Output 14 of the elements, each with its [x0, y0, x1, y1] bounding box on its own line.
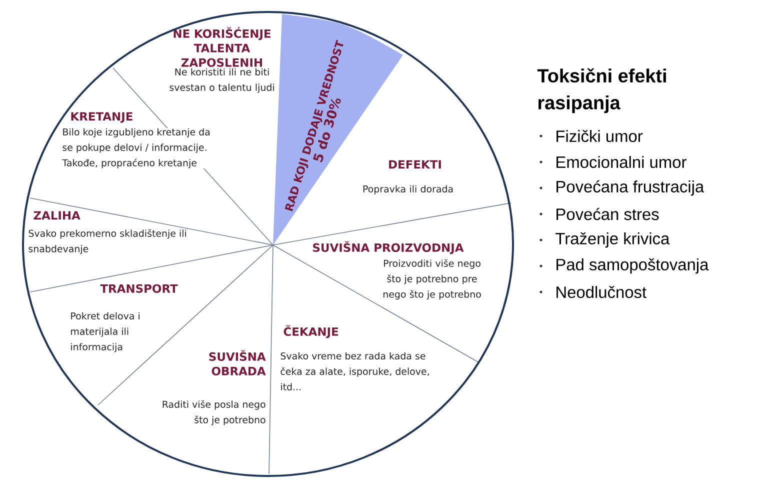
list-item: Neodlučnost — [556, 286, 646, 298]
list-heading: Toksični efekti rasipanja — [537, 68, 666, 114]
list-item: Povećan stres — [556, 208, 659, 220]
pie-sector: SUVIŠNA OBRADA Raditi više posla nego što je potrebno — [162, 350, 266, 426]
pie-sector: NE KORIŠĆENJE TALENTA ZAPOSLENIH Ne koristiti ili ne biti svestan o talentu ljudi — [170, 27, 274, 93]
list-item: Povećana frustracija — [556, 180, 704, 196]
list-item: Emocionalni umor — [556, 156, 686, 168]
pie-sector: ZALIHA Svako prekomerno skladištenje ili snabdevanje — [28, 211, 186, 254]
pie-sector: ČEKANJE Svako vreme bez rada kada se čeka za alate, isporuke, delove, itd... — [280, 325, 429, 390]
pie-sector: TRANSPORT Pokret delova i materijala ili informacija — [71, 284, 178, 352]
pie-sector: KRETANJE Bilo koje izgubljeno kretanje da se pokupe delovi / informacije. Takođe, propraćeno kretanje — [62, 112, 212, 168]
list-item: Pad samopoštovanja — [556, 258, 709, 274]
list-item: Traženje krivica — [556, 232, 670, 248]
list-item: Fizički umor — [556, 130, 643, 142]
